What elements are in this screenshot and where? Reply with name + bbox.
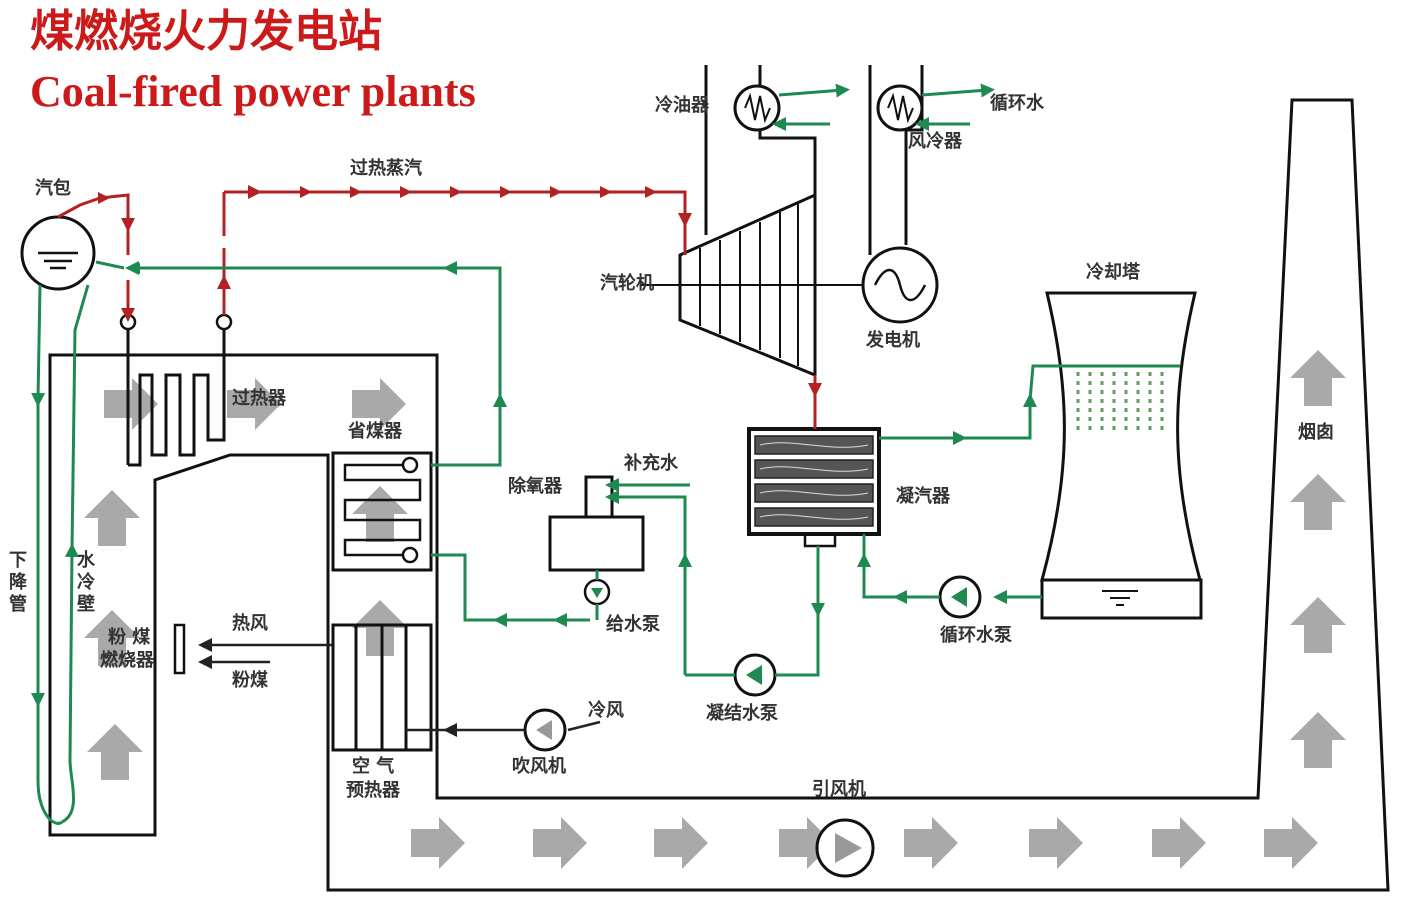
burner-label-line1: 粉 煤: [108, 627, 151, 648]
induced-fan-label: 引风机: [812, 779, 866, 800]
cooling-spray: [1076, 372, 1164, 430]
air-preheater-label-line2: 预热器: [346, 780, 400, 801]
downcomer-label: 下降管: [9, 550, 27, 615]
cooling-tower: [1040, 291, 1202, 582]
water-wall-label: 水冷壁: [77, 550, 95, 615]
economizer-label: 省煤器: [348, 421, 402, 442]
title-english: Coal-fired power plants: [30, 67, 476, 116]
pump-symbols: [536, 587, 967, 863]
pulverized-coal-label: 粉煤: [232, 670, 268, 691]
feed-pump-label: 给水泵: [606, 614, 660, 635]
condenser-label: 凝汽器: [896, 486, 950, 507]
structure-outlines: [20, 65, 1390, 892]
boiler-enclosure: [48, 98, 1390, 892]
superheater-label: 过热器: [232, 388, 286, 409]
hot-air-label: 热风: [232, 613, 268, 634]
deaerator-head: [584, 475, 614, 519]
turbine-label: 汽轮机: [600, 273, 654, 294]
condenser-internals: [754, 435, 874, 527]
blower-label: 吹风机: [512, 756, 566, 777]
water-arrows: [128, 263, 140, 274]
superheated-steam-label: 过热蒸汽: [350, 158, 422, 179]
economizer-coil: [343, 463, 422, 557]
flue-gas-flow-arrows: [84, 350, 1346, 869]
cooling-basin: [1040, 578, 1203, 620]
air-lines: [198, 638, 601, 737]
steam-arrows: [98, 192, 110, 204]
chimney-label: 烟囱: [1298, 422, 1334, 443]
cold-air-label: 冷风: [588, 700, 624, 721]
condenser-outlet: [803, 532, 837, 548]
condensate-pump-label: 凝结水泵: [706, 703, 778, 724]
water-lines: [31, 83, 1180, 825]
economizer-box: [331, 451, 433, 572]
drum-label: 汽包: [35, 178, 71, 199]
burner-label-line2: 燃烧器: [100, 650, 154, 671]
steam-lines: [57, 185, 822, 429]
circulating-water-label: 循环水: [990, 93, 1044, 114]
superheater-coil: [126, 330, 226, 467]
makeup-water-label: 补充水: [624, 453, 678, 474]
title-chinese: 煤燃烧火力发电站: [30, 6, 382, 57]
burner-box: [173, 623, 186, 675]
circulating-pump-label: 循环水泵: [940, 625, 1012, 646]
air-preheater-label-line1: 空 气: [352, 756, 395, 777]
oil-cooler-label: 冷油器: [655, 95, 709, 116]
air-cooler-label: 风冷器: [908, 131, 962, 152]
cooling-tower-label: 冷却塔: [1086, 262, 1140, 283]
deaerator-tank: [548, 515, 645, 572]
deaerator-label: 除氧器: [508, 476, 562, 497]
generator-label: 发电机: [866, 330, 920, 351]
